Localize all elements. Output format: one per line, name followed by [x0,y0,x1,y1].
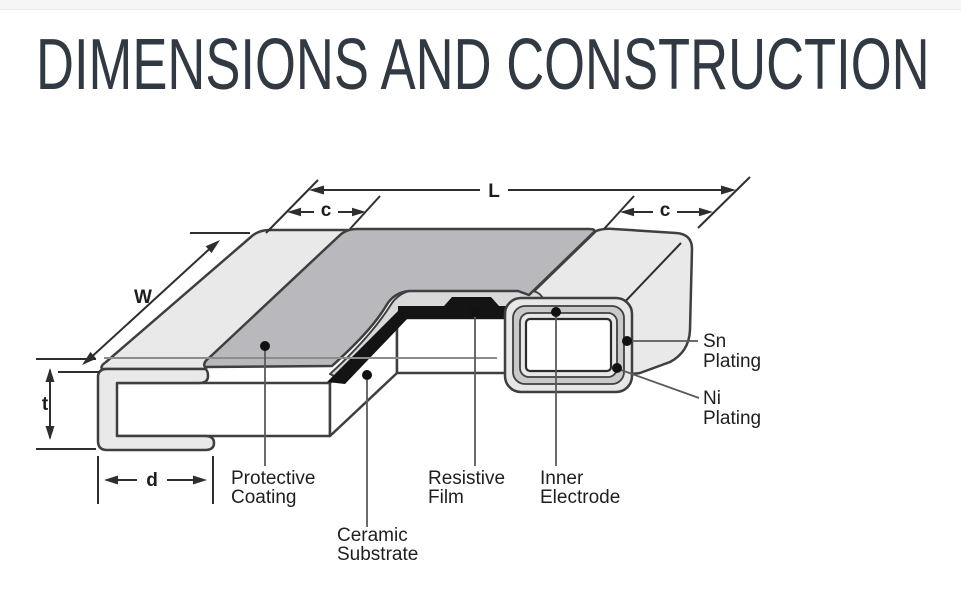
substrate-front-face [113,381,332,438]
ceramic-substrate-label-line1: Ceramic [337,525,408,546]
protective-coating-label-line1: Protective [231,468,315,489]
ni-plating-label-line1: Ni [703,388,721,409]
dimension-annotations: L c c W t d [36,176,751,504]
resistive-film-label-line1: Resistive [428,468,505,489]
dim-label-c-right: c [660,200,671,221]
dim-W-shaft [85,242,217,363]
page-title: DIMENSIONS AND CONSTRUCTION [36,25,930,105]
dim-d-arrow-left [104,475,118,485]
dim-d-arrow-right [193,475,207,485]
extension-tick-right [697,176,751,229]
resistive-film-dot [470,307,480,317]
sn-plating-dot [622,336,632,346]
dim-W-arrow-top [205,240,220,254]
resistive-film-band [327,306,409,384]
extension-tick-c-left [349,195,381,230]
inner-electrode-label-line1: Inner [540,468,584,489]
right-cap-crease-line [617,242,682,310]
dim-L-arrow-left [309,185,324,195]
dim-label-t: t [42,394,49,415]
dim-cR-arrow-left [620,207,634,217]
dim-cR-arrow-right [699,207,713,217]
dim-label-W: W [134,287,152,308]
extension-tick-left [265,179,319,234]
resistive-film-label-line2: Film [428,487,464,508]
inner-electrode-dot [551,307,561,317]
inner-electrode-core [524,317,613,373]
ni-plating-leader [620,369,700,399]
dim-cL-arrow-left [287,207,301,217]
dim-t-arrow-down [45,426,55,440]
chip-drawing [96,227,694,452]
ni-plating-dot [612,363,622,373]
ceramic-substrate-label-line2: Substrate [337,544,418,565]
protective-coating-dot [260,341,270,351]
left-termination-wrap [96,367,216,452]
ni-plating-label-line2: Plating [703,408,761,429]
part-annotations: Protective Coating Ceramic Substrate Res… [231,307,761,565]
sn-plating-label-line1: Sn [703,331,726,352]
dim-label-c-left: c [321,200,332,221]
dim-t-arrow-up [45,368,55,382]
top-bar [0,0,961,10]
dim-L-arrow-right [721,185,736,195]
protective-coating-label-line2: Coating [231,487,297,508]
dim-cL-arrow-right [352,207,366,217]
extension-tick-c-right [603,195,635,230]
dim-label-L: L [488,181,500,202]
ceramic-substrate-dot [362,370,372,380]
sn-plating-label-line2: Plating [703,351,761,372]
dim-label-d: d [146,470,158,491]
inner-electrode-label-line2: Electrode [540,487,620,508]
